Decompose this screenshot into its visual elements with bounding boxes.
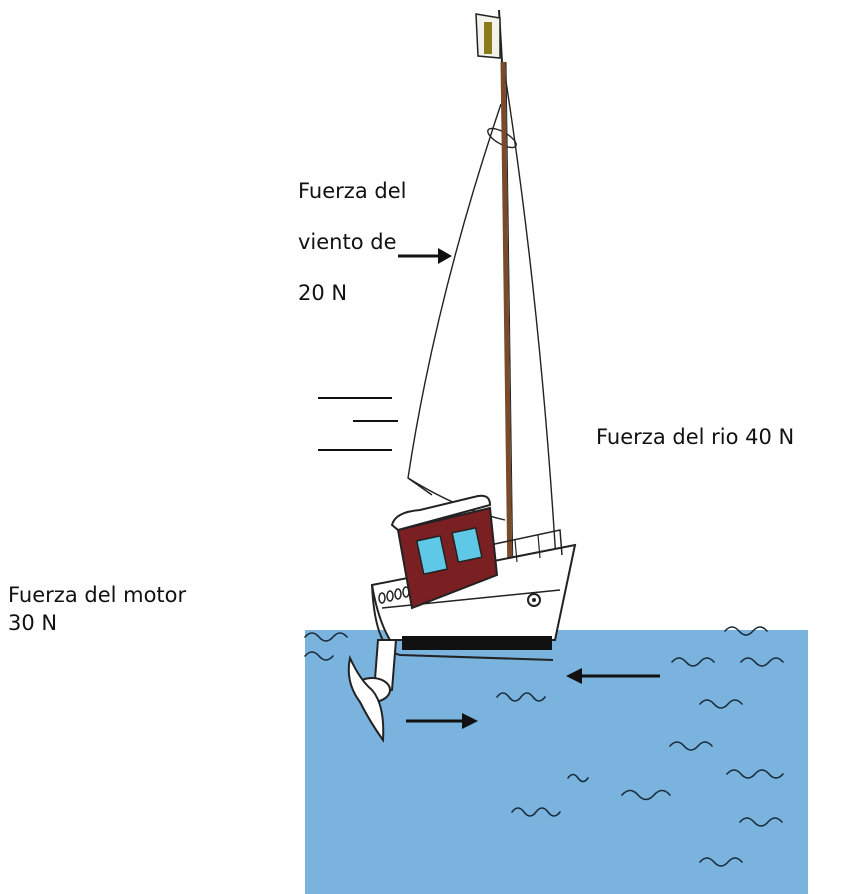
motor-force-label-line1: Fuerza del motor <box>8 583 187 607</box>
cabin <box>390 494 499 610</box>
motor-force-label-line2: 30 N <box>8 611 58 635</box>
river-arrow-icon <box>566 668 660 684</box>
wind-force-label-line2: viento de <box>298 230 397 254</box>
flag <box>475 13 501 59</box>
force-arrows <box>398 248 660 729</box>
hull <box>370 529 577 661</box>
motor-arrow-icon <box>406 713 478 729</box>
mast <box>500 61 513 581</box>
wind-force-label-line3: 20 N <box>298 281 348 305</box>
motor <box>347 639 398 743</box>
wind-lines <box>318 397 398 451</box>
wind-arrow-icon <box>398 248 452 264</box>
sails <box>407 74 557 561</box>
river-force-label: Fuerza del rio 40 N <box>596 425 795 449</box>
wind-force-label-line1: Fuerza del <box>298 179 407 203</box>
wave-marks <box>304 626 784 867</box>
